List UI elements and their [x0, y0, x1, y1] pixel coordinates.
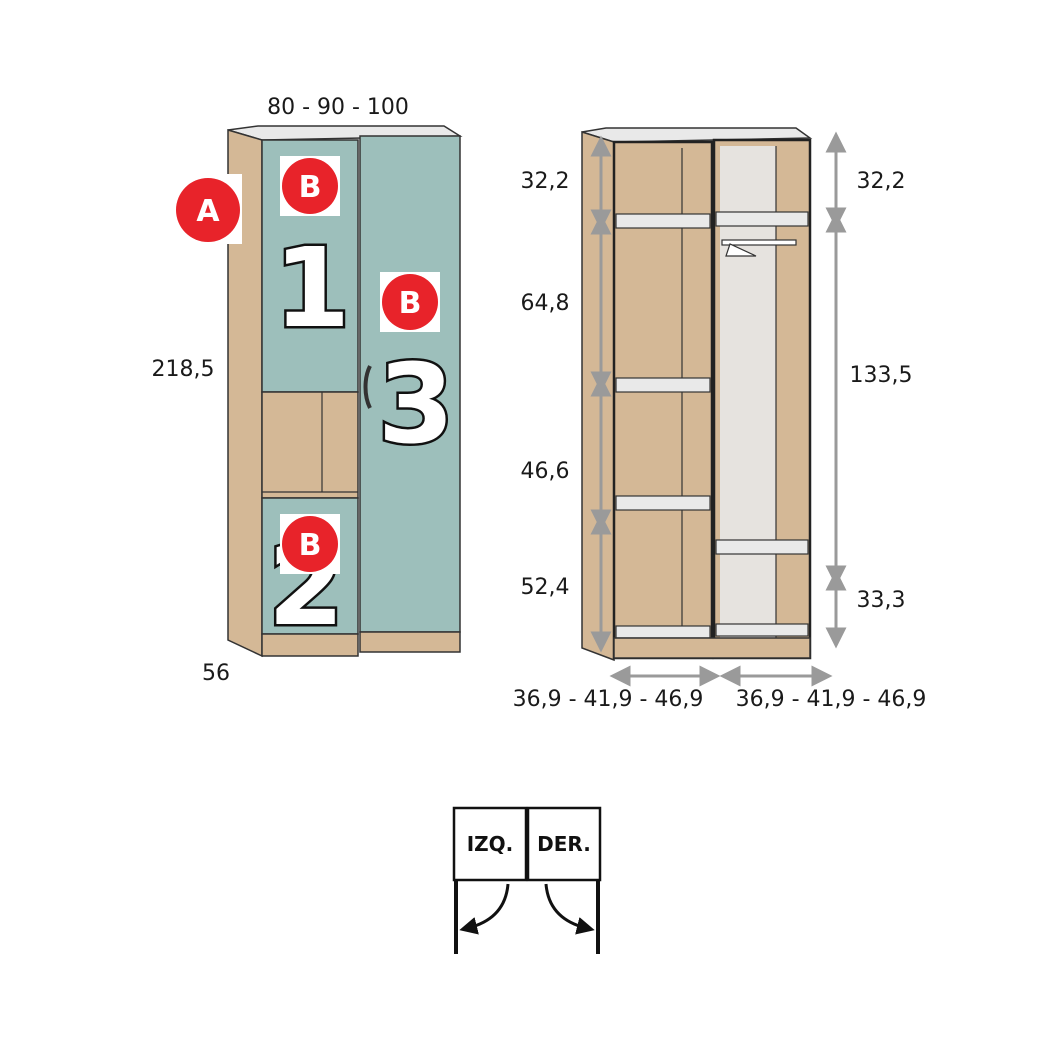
hanging-rail [721, 239, 797, 246]
left-door-swing-arrow [459, 883, 510, 935]
front-depth-label: 56 [202, 661, 230, 686]
badge-b-door-3-label: B [399, 286, 422, 321]
right-shelf-1 [715, 211, 809, 227]
front-view: 80 - 90 - 100 1 2 3 A B [152, 95, 463, 686]
left-dim-2: 64,8 [521, 291, 570, 316]
door-number-3: 3 [378, 340, 455, 468]
badge-a-label: A [196, 194, 220, 229]
opening-legend: IZQ. DER. [452, 806, 602, 954]
right-base-shelf [715, 623, 809, 637]
plinth-left [261, 633, 359, 657]
interior-view: 32,2 64,8 46,6 52,4 32,2 133,5 33,3 36,9… [513, 127, 927, 712]
width-label-right: 36,9 - 41,9 - 46,9 [736, 687, 927, 712]
badge-a: A [176, 174, 242, 244]
front-height-label: 218,5 [152, 357, 215, 382]
badge-b-door-1: B [280, 156, 340, 216]
right-compartment-back [720, 146, 776, 652]
hanger-icon [725, 243, 757, 257]
door-3 [359, 135, 461, 633]
left-shelf-1 [615, 213, 711, 229]
door-number-1: 1 [274, 224, 351, 352]
width-label-left: 36,9 - 41,9 - 46,9 [513, 687, 704, 712]
left-dim-1: 32,2 [521, 169, 570, 194]
legend-right-label: DER. [537, 832, 591, 856]
open-niche [261, 391, 359, 499]
right-door-swing-arrow [544, 883, 595, 935]
left-shelf-3 [615, 495, 711, 511]
left-dim-3: 46,6 [521, 459, 570, 484]
interior-side-panel [581, 130, 615, 662]
left-shelf-2 [615, 377, 711, 393]
door-handle [363, 365, 372, 409]
legend-box-right [526, 806, 602, 882]
plinth-right [359, 631, 461, 653]
left-base-shelf [615, 625, 711, 639]
left-dim-4: 52,4 [521, 575, 570, 600]
front-width-label: 80 - 90 - 100 [267, 95, 409, 120]
right-dim-3: 33,3 [857, 588, 906, 613]
legend-left-label: IZQ. [467, 832, 514, 856]
badge-b-door-3: B [380, 272, 440, 332]
badge-b-door-2-label: B [299, 528, 322, 563]
right-dim-2: 133,5 [850, 363, 913, 388]
right-shelf-2 [715, 539, 809, 555]
right-dim-1: 32,2 [857, 169, 906, 194]
interior-plinth [613, 637, 811, 659]
legend-box-left [452, 806, 528, 882]
badge-b-door-2: B [280, 514, 340, 574]
badge-b-door-1-label: B [299, 170, 322, 205]
